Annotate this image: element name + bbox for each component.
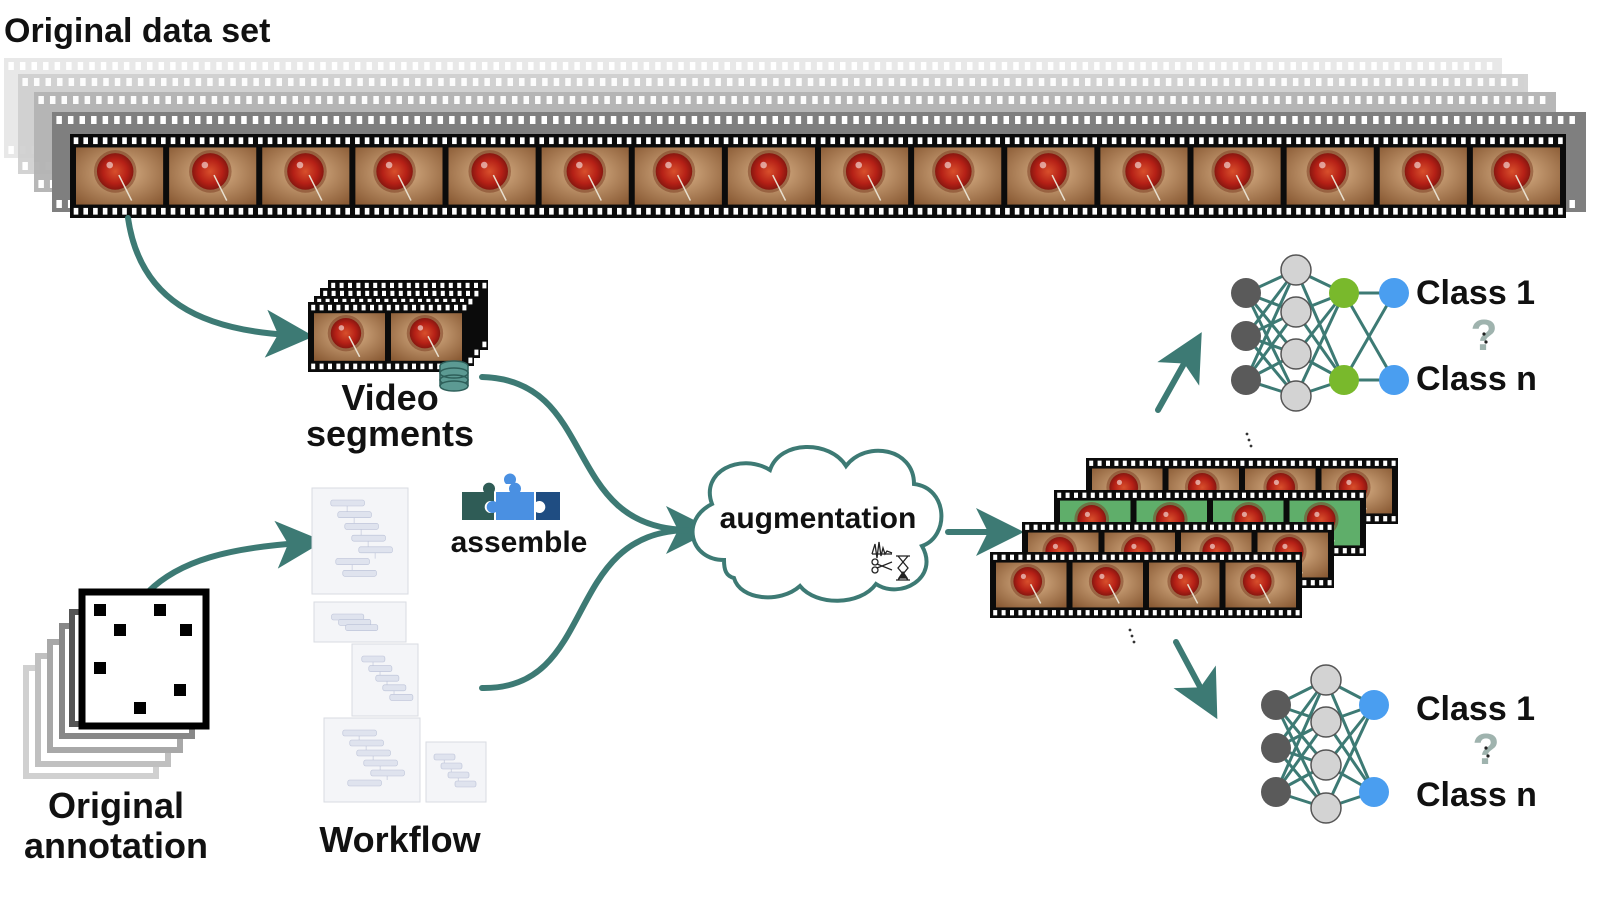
video-frame xyxy=(1379,147,1467,205)
network-connections xyxy=(1244,268,1396,398)
video-frame xyxy=(541,147,629,205)
assemble-label: assemble xyxy=(451,526,588,559)
network-node xyxy=(1280,254,1312,286)
main-filmstrip xyxy=(70,134,1566,218)
waveform-scissors-hourglass-icon xyxy=(871,541,910,581)
video-frame xyxy=(314,313,385,361)
network-node xyxy=(1310,749,1342,781)
video-frame xyxy=(1193,147,1281,205)
network-node xyxy=(1329,278,1359,308)
network-connections xyxy=(1274,678,1376,810)
network-node xyxy=(1359,777,1389,807)
video-frame xyxy=(391,313,462,361)
video-frame xyxy=(1100,147,1188,205)
augmentation-cloud xyxy=(690,445,944,603)
network-node xyxy=(1359,690,1389,720)
video-frame xyxy=(1149,562,1220,608)
video-frame xyxy=(1286,147,1374,205)
network-node xyxy=(1379,365,1409,395)
question-mark-icon: ? xyxy=(1473,725,1500,774)
video-frame xyxy=(914,147,1002,205)
network-node xyxy=(1280,338,1312,370)
video-frame xyxy=(262,147,350,205)
network-node xyxy=(1231,278,1261,308)
video-segments-label-line2: segments xyxy=(306,413,474,454)
video-frame xyxy=(169,147,257,205)
original-dataset-filmstrip-stack xyxy=(4,58,1586,218)
arrow-clips-to-top-network xyxy=(1155,332,1202,413)
workflow-page xyxy=(313,601,407,643)
arrow-dataset-to-segments xyxy=(125,215,314,358)
arrow-workflow-to-augmentation xyxy=(479,527,693,692)
arrow-clips-to-bottom-network xyxy=(1173,639,1218,720)
dots-above-clips xyxy=(1245,432,1253,448)
workflow-label: Workflow xyxy=(319,819,481,860)
network-node xyxy=(1261,777,1291,807)
augmentation-label: augmentation xyxy=(720,502,917,535)
video-frame xyxy=(634,147,722,205)
bottom-network-class-first-label: Class 1 xyxy=(1416,690,1535,728)
dots-below-clips xyxy=(1128,628,1136,644)
video-frame xyxy=(1007,147,1095,205)
workflow-page xyxy=(323,717,421,803)
workflow-diagram-pages xyxy=(311,487,487,803)
augmented-clip-4 xyxy=(990,552,1302,618)
network-node xyxy=(1261,733,1291,763)
video-frame xyxy=(821,147,909,205)
database-icon xyxy=(439,360,469,392)
arrow-annotation-to-workflow xyxy=(145,520,324,595)
annotation-markers xyxy=(94,604,192,714)
puzzle-icon xyxy=(462,473,560,520)
network-node xyxy=(1310,706,1342,738)
network-node xyxy=(1231,321,1261,351)
video-segments-label-line1: Video xyxy=(341,377,438,418)
video-frame xyxy=(1225,562,1296,608)
top-network-class-last-label: Class n xyxy=(1416,360,1537,398)
video-frame xyxy=(1072,562,1143,608)
network-node xyxy=(1261,690,1291,720)
workflow-page xyxy=(311,487,409,595)
question-mark-icon: ? xyxy=(1471,311,1498,360)
flow-arrows xyxy=(125,215,1218,720)
page-title: Original data set xyxy=(4,12,270,50)
video-frame xyxy=(448,147,536,205)
video-frame xyxy=(355,147,443,205)
video-frame xyxy=(996,562,1067,608)
video-frame xyxy=(727,147,815,205)
workflow-page xyxy=(425,741,487,803)
original-annotation-label-line2: annotation xyxy=(24,825,208,866)
network-node xyxy=(1329,365,1359,395)
network-node xyxy=(1280,380,1312,412)
video-segments-stack xyxy=(308,280,488,372)
video-frame xyxy=(76,147,164,205)
arrow-segments-to-augmentation xyxy=(479,374,714,554)
network-node xyxy=(1310,664,1342,696)
original-annotation-stack xyxy=(23,588,210,779)
network-node xyxy=(1310,792,1342,824)
top-network-class-first-label: Class 1 xyxy=(1416,274,1535,312)
augmented-clips-stack xyxy=(990,458,1398,618)
network-node xyxy=(1280,296,1312,328)
network-node xyxy=(1379,278,1409,308)
segment-front-strip xyxy=(308,302,468,372)
bottom-network-class-last-label: Class n xyxy=(1416,776,1537,814)
workflow-page xyxy=(351,643,419,717)
original-annotation-label-line1: Original xyxy=(48,785,184,826)
top-neural-network xyxy=(1231,254,1409,412)
video-frame xyxy=(1472,147,1560,205)
bottom-neural-network xyxy=(1261,664,1389,824)
network-node xyxy=(1231,365,1261,395)
